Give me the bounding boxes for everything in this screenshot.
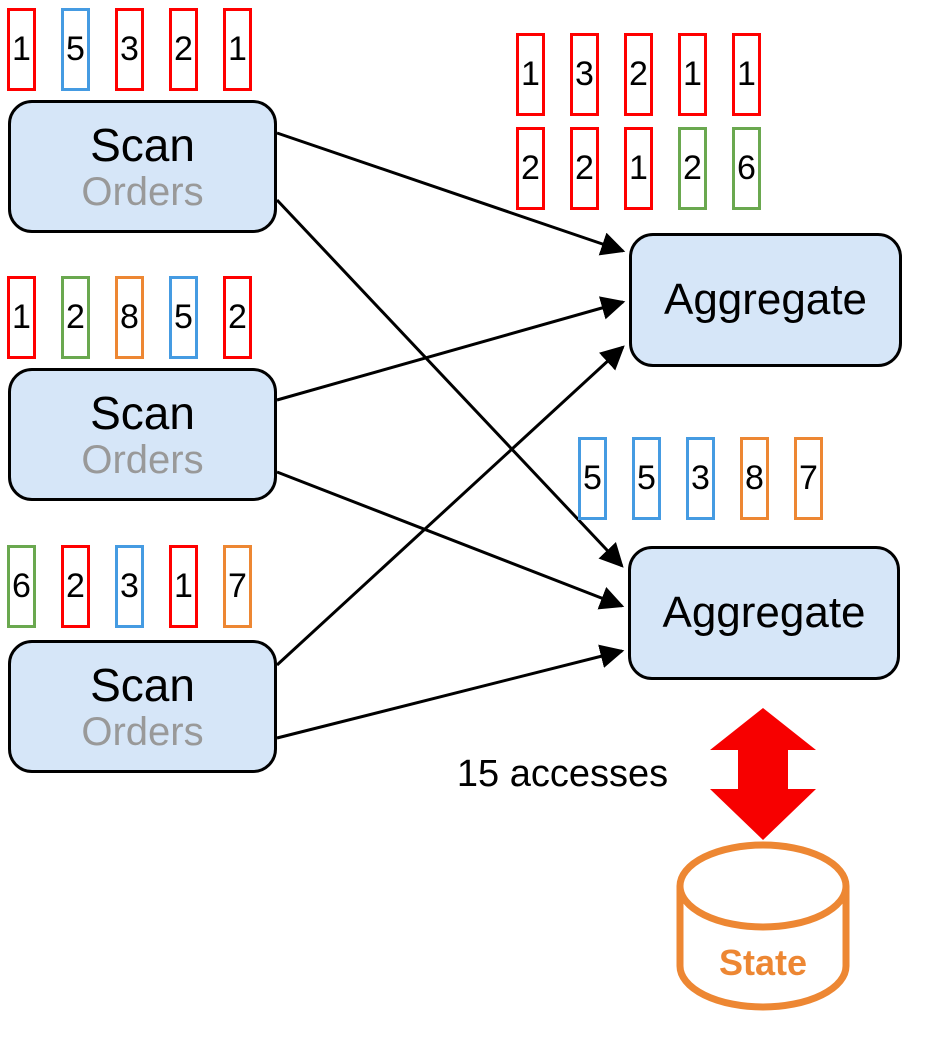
tuple: 1 <box>7 8 36 91</box>
tuple: 3 <box>686 437 715 520</box>
tuple: 1 <box>732 33 761 116</box>
tuple: 2 <box>570 127 599 210</box>
scan-node-3-title: Scan <box>90 658 195 711</box>
tuple: 6 <box>732 127 761 210</box>
tuple: 7 <box>223 545 252 628</box>
tuple: 7 <box>794 437 823 520</box>
aggregate-node-2-title: Aggregate <box>662 588 866 637</box>
tuple: 3 <box>115 8 144 91</box>
tuple: 8 <box>740 437 769 520</box>
aggregate-node-1: Aggregate <box>629 233 902 367</box>
scan-node-2-subtitle: Orders <box>81 437 204 482</box>
tuple: 5 <box>169 276 198 359</box>
tuple: 3 <box>570 33 599 116</box>
tuple: 5 <box>61 8 90 91</box>
scan-node-1-title: Scan <box>90 118 195 171</box>
tuple: 1 <box>223 8 252 91</box>
tuple: 8 <box>115 276 144 359</box>
tuple: 2 <box>61 276 90 359</box>
edge-scan1-aggregate1 <box>276 131 626 256</box>
scan-node-1-subtitle: Orders <box>81 169 204 214</box>
edge-scan1-aggregate2 <box>275 198 624 568</box>
tuple: 1 <box>516 33 545 116</box>
tuple: 1 <box>624 127 653 210</box>
edge-scan2-aggregate1 <box>276 296 626 402</box>
tuple: 1 <box>7 276 36 359</box>
tuple: 3 <box>115 545 144 628</box>
state-cylinder-icon <box>676 841 850 1011</box>
aggregate-node-2: Aggregate <box>628 546 900 680</box>
scan-node-1: Scan Orders <box>8 100 277 233</box>
scan-node-2-title: Scan <box>90 386 195 439</box>
tuple: 2 <box>624 33 653 116</box>
edge-scan3-aggregate2 <box>276 644 625 740</box>
tuple: 2 <box>169 8 198 91</box>
tuple: 2 <box>223 276 252 359</box>
tuple: 2 <box>516 127 545 210</box>
edge-scan3-aggregate1 <box>275 345 625 667</box>
scan-node-3: Scan Orders <box>8 640 277 773</box>
state-accesses-label: 15 accesses <box>456 753 669 795</box>
tuple: 6 <box>7 545 36 628</box>
state-cylinder-label: State <box>718 942 808 983</box>
tuple: 1 <box>169 545 198 628</box>
state-access-double-arrow <box>710 708 816 840</box>
tuple: 5 <box>578 437 607 520</box>
tuple: 2 <box>678 127 707 210</box>
tuple: 1 <box>678 33 707 116</box>
aggregate-node-1-title: Aggregate <box>663 275 868 324</box>
tuple: 5 <box>632 437 661 520</box>
edge-scan2-aggregate2 <box>276 470 625 610</box>
tuple: 2 <box>61 545 90 628</box>
scan-node-2: Scan Orders <box>8 368 277 501</box>
scan-node-3-subtitle: Orders <box>81 709 204 754</box>
